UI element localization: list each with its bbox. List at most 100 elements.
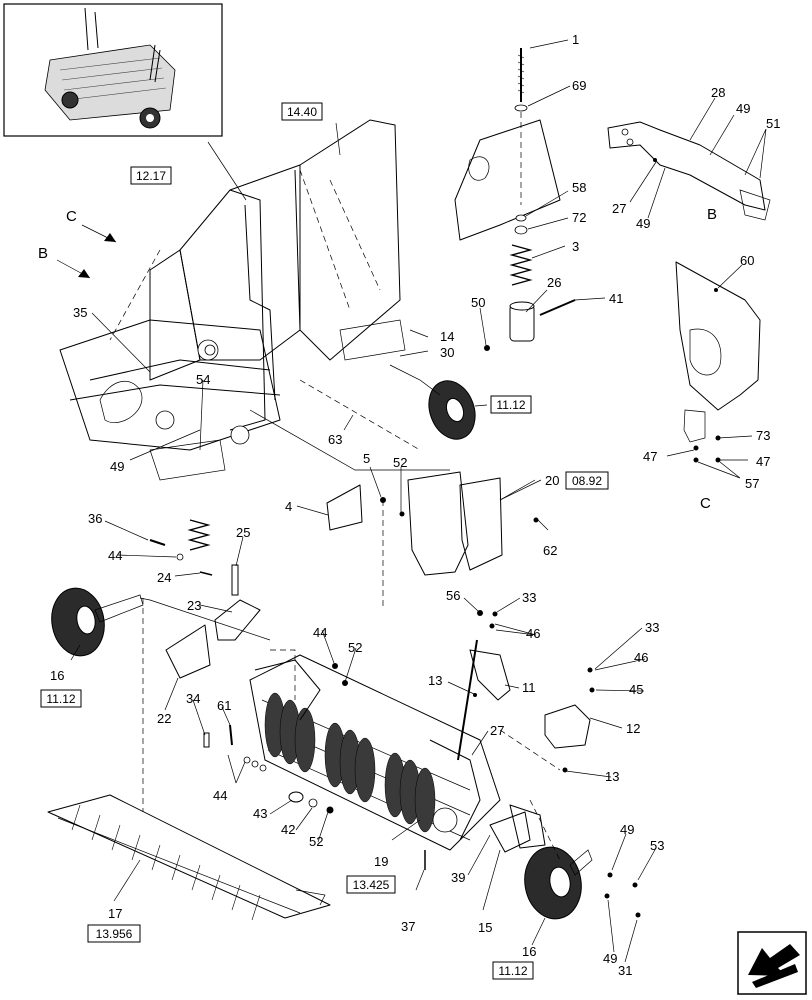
ref-box [346, 875, 396, 894]
callout-label: 26 [547, 275, 561, 290]
callout-label: 31 [618, 963, 632, 978]
callout-label: 13 [428, 673, 442, 688]
ref-box-label: 08.92 [572, 474, 602, 488]
callout-label: 37 [401, 919, 415, 934]
callout-label: 52 [309, 834, 323, 849]
callout-label: 39 [451, 870, 465, 885]
left-side-parts [149, 519, 261, 679]
view-arrow-c-label: C [66, 208, 77, 225]
callout-label: 27 [612, 201, 626, 216]
callout-label: 22 [157, 711, 171, 726]
ref-box [281, 102, 323, 121]
callout-label: 44 [313, 625, 327, 640]
wheel-right [524, 846, 593, 920]
callout-label: 16 [522, 944, 536, 959]
detail-b-label: B [707, 206, 717, 223]
callout-label: 54 [196, 372, 210, 387]
callout-label: 45 [629, 682, 643, 697]
callout-label: 63 [328, 432, 342, 447]
assembly-lines [139, 379, 561, 861]
callout-numbers: 1 69 58 72 3 26 41 50 14 30 28 49 51 27 … [50, 32, 780, 978]
callout-label: 14 [440, 329, 454, 344]
ref-box [40, 689, 82, 708]
callout-label: 30 [440, 345, 454, 360]
reference-boxes: 14.40 12.17 11.12 08.92 11.12 13.425 13.… [40, 102, 609, 980]
callout-label: 47 [756, 454, 770, 469]
callout-label: 51 [766, 116, 780, 131]
callout-label: 35 [73, 305, 87, 320]
view-letters: C B B C [38, 206, 717, 512]
ref-box-label: 14.40 [287, 105, 317, 119]
wheel-upper-right [389, 364, 476, 440]
baler-main-frame [59, 119, 406, 481]
callout-label: 72 [572, 210, 586, 225]
callout-label: 49 [636, 216, 650, 231]
callout-label: 41 [609, 291, 623, 306]
callout-label: 11 [522, 680, 536, 695]
callout-label: 16 [50, 668, 64, 683]
pickup-rotor [249, 654, 501, 851]
ref-box [490, 395, 532, 414]
callout-label: 5 [363, 451, 370, 466]
callout-label: 27 [490, 723, 504, 738]
callout-label: 33 [645, 620, 659, 635]
ref-box-label: 12.17 [136, 169, 166, 183]
callout-label: 69 [572, 78, 586, 93]
callout-label: 49 [603, 951, 617, 966]
callout-label: 1 [572, 32, 579, 47]
callout-label: 57 [745, 476, 759, 491]
ref-box-label: 13.425 [353, 878, 390, 892]
callout-label: 52 [348, 640, 362, 655]
ref-box [130, 166, 172, 185]
spring-tensioner-assembly [454, 48, 576, 351]
callout-label: 12 [626, 721, 640, 736]
next-page-arrow-icon[interactable] [737, 931, 807, 995]
callout-label: 58 [572, 180, 586, 195]
lower-fasteners [203, 663, 641, 918]
ref-box [565, 471, 609, 490]
tine-bar [47, 794, 331, 921]
callout-label: 46 [634, 650, 648, 665]
callout-label: 60 [740, 253, 754, 268]
ref-box [492, 961, 534, 980]
view-arrows [56, 224, 117, 279]
leader-lines [70, 39, 767, 963]
callout-label: 61 [217, 698, 231, 713]
overview-thumbnail [3, 3, 223, 137]
callout-label: 52 [393, 455, 407, 470]
callout-label: 47 [643, 449, 657, 464]
callout-label: 3 [572, 239, 579, 254]
ref-box [87, 924, 141, 943]
callout-label: 15 [478, 920, 492, 935]
ref-box-label: 11.12 [496, 398, 525, 412]
callout-label: 42 [281, 822, 295, 837]
callout-label: 43 [253, 806, 267, 821]
wheel-left [51, 587, 144, 657]
callout-label: 49 [736, 101, 750, 116]
callout-label: 28 [711, 85, 725, 100]
callout-label: 46 [526, 626, 540, 641]
callout-label: 33 [522, 590, 536, 605]
detail-b-bracket [607, 121, 771, 221]
callout-label: 17 [108, 906, 122, 921]
ref-box-label: 13.956 [96, 927, 133, 941]
callout-label: 56 [446, 588, 460, 603]
ref-box-label: 11.12 [498, 964, 527, 978]
detail-c-label: C [700, 495, 711, 512]
callout-label: 44 [213, 788, 227, 803]
callout-label: 49 [110, 459, 124, 474]
callout-label: 50 [471, 295, 485, 310]
callout-label: 49 [620, 822, 634, 837]
callout-label: 19 [374, 854, 388, 869]
callout-label: 73 [756, 428, 770, 443]
callout-label: 13 [605, 769, 619, 784]
ref-box-label: 11.12 [46, 692, 75, 706]
side-shields [326, 471, 539, 576]
callout-label: 44 [108, 548, 122, 563]
view-arrow-b-label: B [38, 245, 48, 262]
callout-label: 4 [285, 499, 292, 514]
callout-label: 34 [186, 691, 200, 706]
callout-label: 23 [187, 598, 201, 613]
callout-label: 25 [236, 525, 250, 540]
